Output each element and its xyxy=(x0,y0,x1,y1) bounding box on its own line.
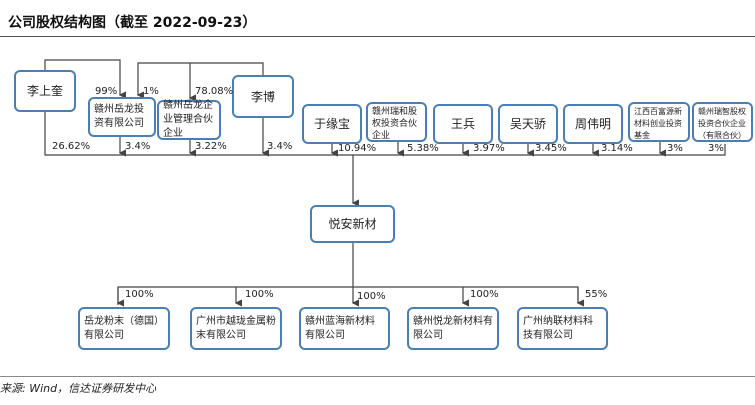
shareholder-li-bo: 李博 xyxy=(232,75,294,118)
pct-sub-2: 100% xyxy=(245,289,274,300)
shareholder-yu-yuanbao: 于缘宝 xyxy=(302,104,362,144)
pct-li-to-yuelong-invest: 99% xyxy=(95,86,118,97)
pct-zhou-weiming: 3.14% xyxy=(601,143,633,154)
pct-yu-yuanbao: 10.94% xyxy=(338,143,377,154)
pct-libo-to-yuelong-mgmt: 78.08% xyxy=(195,86,234,97)
shareholder-li-shangkui: 李上奎 xyxy=(14,70,76,112)
subsidiary-yuelong-metal: 广州市越珑金属粉末有限公司 xyxy=(190,307,282,350)
pct-libo-to-yuelong-invest: 1% xyxy=(143,86,159,97)
pct-ruihe: 5.38% xyxy=(407,143,439,154)
pct-sub-3: 100% xyxy=(357,291,386,302)
subsidiary-lanhai: 赣州蓝海新材料有限公司 xyxy=(299,307,390,350)
subsidiary-yuelong-germany: 岳龙粉末（德国）有限公司 xyxy=(78,307,170,350)
company-box: 悦安新材 xyxy=(310,205,395,243)
shareholder-ruizhi: 赣州瑞智股权投资合伙企业（有限合伙） xyxy=(692,102,753,142)
source-note: 来源: Wind，信达证券研发中心 xyxy=(0,382,157,395)
pct-sub-5: 55% xyxy=(585,289,608,300)
shareholder-yuelong-invest: 赣州岳龙投资有限公司 xyxy=(88,97,156,137)
pct-wu-tianjiao: 3.45% xyxy=(535,143,567,154)
title-divider xyxy=(0,36,755,37)
pct-sub-4: 100% xyxy=(470,289,499,300)
page-title: 公司股权结构图（截至 2022-09-23） xyxy=(8,15,257,31)
shareholder-yuelong-mgmt: 赣州岳龙企业管理合伙企业 xyxy=(157,100,221,140)
pct-sub-1: 100% xyxy=(125,289,154,300)
footer-divider xyxy=(0,376,755,377)
pct-baifuyuan: 3% xyxy=(667,143,683,154)
pct-ruizhi: 3% xyxy=(708,143,724,154)
pct-yuelong-invest: 3.4% xyxy=(125,141,151,152)
shareholder-wang-bing: 王兵 xyxy=(433,104,493,144)
subsidiary-yuelong-new-material: 赣州悦龙新材料有限公司 xyxy=(407,307,499,350)
shareholder-baifuyuan: 江西百富源新材料创业投资基金 xyxy=(628,102,690,142)
pct-li-shangkui: 26.62% xyxy=(52,141,91,152)
subsidiary-nalian: 广州纳联材料科技有限公司 xyxy=(517,307,608,350)
shareholder-wu-tianjiao: 吴天骄 xyxy=(498,104,558,144)
shareholder-ruihe: 赣州瑞和股权投资合伙企业 xyxy=(366,102,427,142)
pct-wang-bing: 3.97% xyxy=(473,143,505,154)
shareholder-zhou-weiming: 周伟明 xyxy=(563,104,623,144)
pct-yuelong-mgmt: 3.22% xyxy=(195,141,227,152)
pct-li-bo: 3.4% xyxy=(267,141,293,152)
